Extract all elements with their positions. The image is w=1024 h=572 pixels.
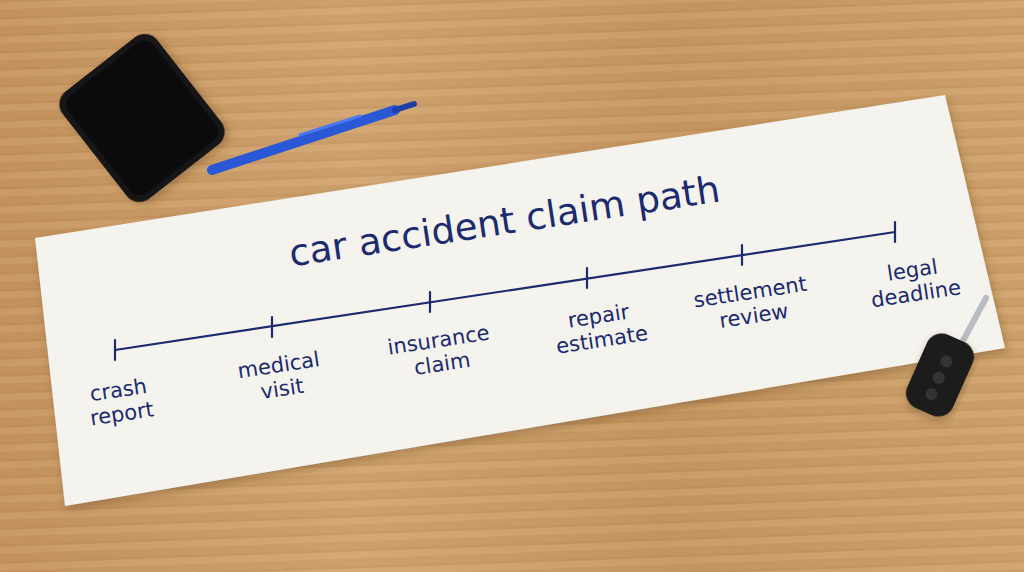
car-key bbox=[901, 298, 986, 422]
timeline-label: crash report bbox=[85, 373, 156, 430]
pen bbox=[212, 104, 414, 170]
phone bbox=[53, 27, 231, 208]
